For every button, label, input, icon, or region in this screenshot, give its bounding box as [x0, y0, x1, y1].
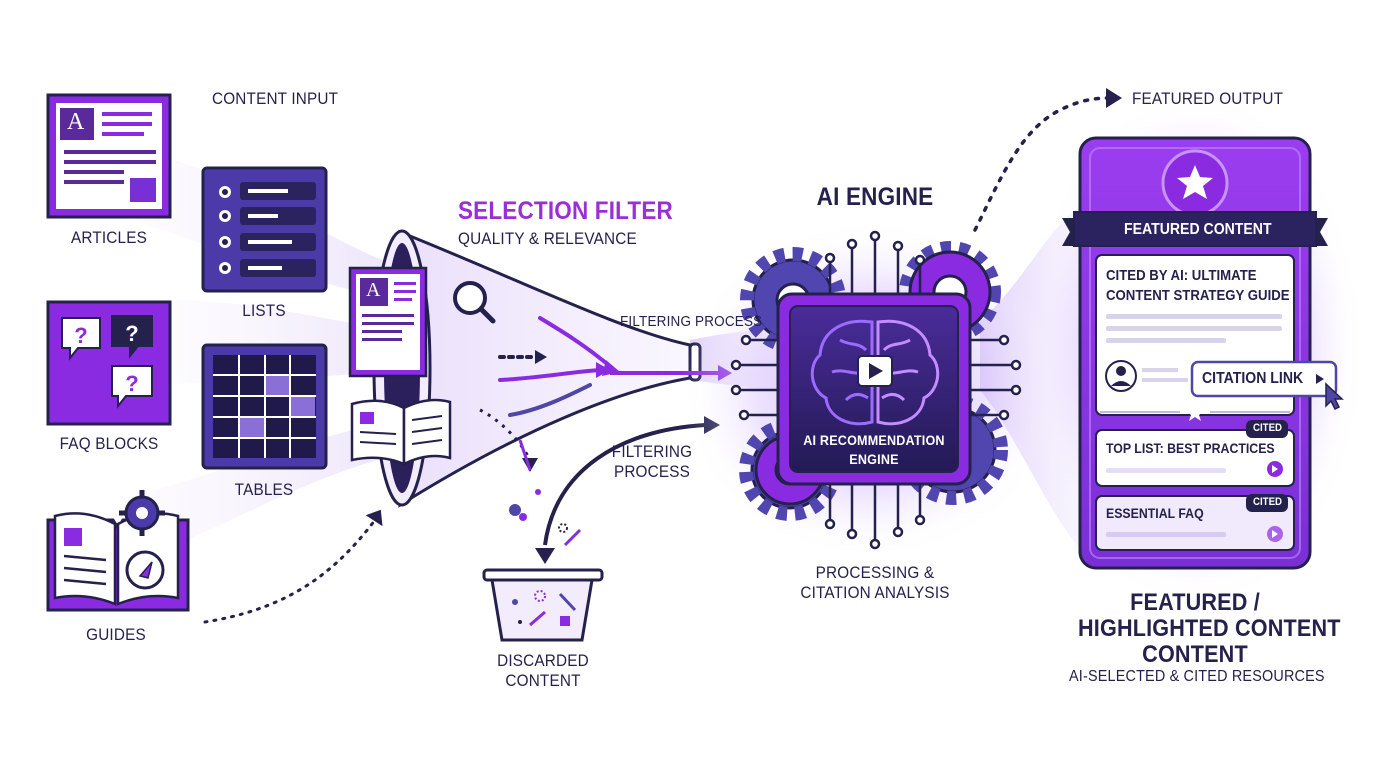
featured-output-label: FEATURED OUTPUT [1132, 89, 1284, 108]
ai-engine-title: AI ENGINE [816, 183, 934, 211]
discarded-content-label-2: CONTENT [505, 671, 581, 690]
ai-engine [680, 220, 1060, 560]
selection-funnel [348, 229, 732, 508]
featured-subtitle: AI-SELECTED & CITED RESOURCES [1069, 668, 1325, 685]
processing-label-1: PROCESSING & [815, 563, 935, 582]
faq-blocks-icon: ? ? ? [46, 300, 172, 426]
quality-relevance-label: QUALITY & RELEVANCE [458, 229, 637, 248]
output-arrow [973, 96, 1112, 232]
tables-label: TABLES [234, 480, 294, 499]
faq-glyph-1: ? [74, 323, 87, 348]
discarded-content-label-1: DISCARDED [497, 651, 589, 670]
guides-icon [46, 490, 190, 612]
articles-label: ARTICLES [71, 228, 147, 247]
discarded-debris [509, 439, 582, 547]
cited-badge-2: CITED [1253, 496, 1283, 508]
featured-title-1: FEATURED / [1130, 589, 1260, 616]
featured-content-banner: FEATURED CONTENT [1124, 221, 1272, 238]
citation-link-button[interactable]: CITATION LINK [1202, 370, 1304, 387]
filtering-process-bottom-label-1: FILTERING [611, 442, 693, 461]
discard-bin-icon [482, 568, 604, 642]
faq-glyph-3: ? [125, 371, 138, 396]
content-input-label: CONTENT INPUT [212, 89, 339, 108]
lists-icon [201, 166, 328, 293]
lists-label: LISTS [242, 301, 286, 320]
featured-title-3: CONTENT [1142, 641, 1248, 668]
card-headline-1: CITED BY AI: ULTIMATE [1106, 267, 1257, 284]
guides-arrow [203, 518, 377, 624]
featured-title-2: HIGHLIGHTED CONTENT [1078, 615, 1341, 642]
ai-recommendation-label-2: ENGINE [849, 451, 899, 467]
ai-recommendation-label-1: AI RECOMMENDATION [803, 432, 945, 448]
funnel-article-glyph: A [366, 279, 381, 301]
guides-label: GUIDES [86, 625, 146, 644]
filter-arrow-lower [543, 423, 706, 546]
processing-label-2: CITATION ANALYSIS [800, 583, 950, 602]
essential-faq-item[interactable]: ESSENTIAL FAQ [1106, 505, 1204, 521]
article-glyph: A [67, 109, 85, 135]
featured-card [1025, 90, 1365, 610]
articles-icon [46, 93, 172, 219]
cited-badge-1: CITED [1253, 422, 1283, 434]
card-headline-2: CONTENT STRATEGY GUIDE [1106, 287, 1290, 304]
selection-filter-title: SELECTION FILTER [458, 197, 673, 225]
faq-blocks-label: FAQ BLOCKS [59, 434, 159, 453]
top-list-item[interactable]: TOP LIST: BEST PRACTICES [1106, 440, 1275, 456]
faq-glyph-2: ? [125, 321, 138, 346]
filtering-process-top-label: FILTERING PROCESS [620, 313, 763, 330]
filtering-process-bottom-label-2: PROCESS [613, 462, 691, 481]
tables-icon [201, 343, 328, 470]
